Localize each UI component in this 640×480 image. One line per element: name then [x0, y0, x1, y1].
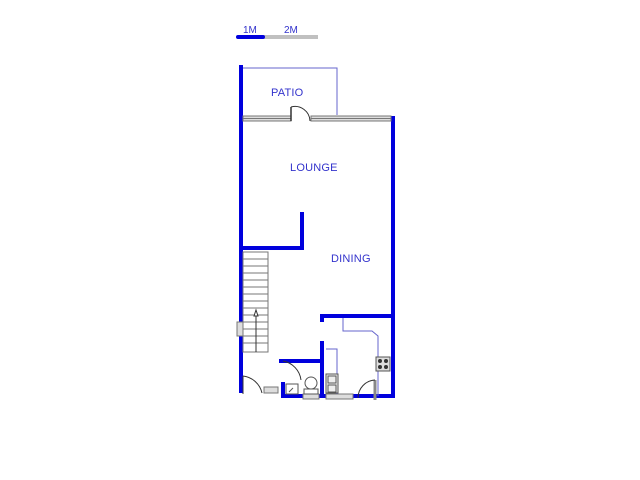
- doors: [242, 105, 377, 400]
- patio-outline: [241, 67, 338, 115]
- scale-label-2m: 2M: [284, 25, 298, 36]
- sink-icon: [325, 373, 339, 394]
- scale-label-1m: 1M: [243, 25, 257, 36]
- staircase: [242, 251, 269, 353]
- room-label-lounge: LOUNGE: [290, 162, 338, 174]
- room-label-dining: DINING: [331, 253, 371, 265]
- stove-icon: [375, 356, 391, 372]
- basin-icon: [285, 383, 299, 395]
- toilet-icon: [303, 376, 319, 395]
- windows: [236, 115, 392, 400]
- room-label-patio: PATIO: [271, 87, 304, 99]
- walls: [239, 65, 395, 398]
